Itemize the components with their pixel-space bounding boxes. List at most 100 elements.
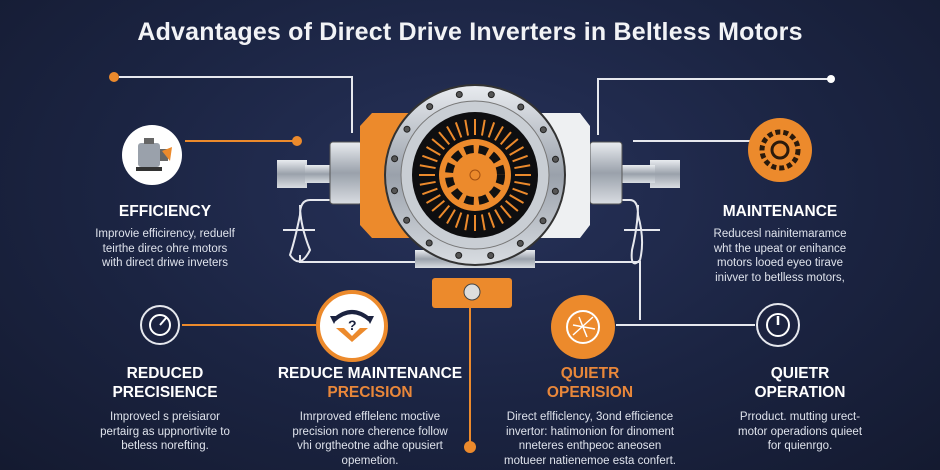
stator-coil (431, 199, 446, 212)
feature-desc: betless norefting. (121, 440, 209, 452)
motor-icon (122, 125, 182, 185)
stator-coil (487, 122, 496, 138)
bolt (487, 251, 495, 259)
feature-efficiency: EFFICIENCY Improvie efficirency, reduelf… (55, 202, 275, 271)
feature-desc: for quienrgo. (767, 440, 833, 452)
feature-title: QUIETR (770, 365, 830, 382)
stator-coil (514, 180, 531, 186)
feature-desc: motors looed eyeo tirave (717, 257, 843, 269)
stator-coil (494, 209, 504, 224)
feature-maintenance: MAINTENANCE Reducesl nainitemaramce wht … (665, 202, 895, 285)
feature-desc: with direct driwe inveters (102, 257, 228, 269)
bolt (455, 91, 463, 99)
stator-coil (509, 194, 524, 204)
svg-text:?: ? (348, 317, 357, 333)
stator-coil (422, 187, 438, 196)
right-shaft (589, 141, 680, 205)
left-shaft (277, 141, 363, 205)
feature-title: MAINTENANCE (722, 203, 838, 220)
stator-coil (438, 204, 451, 219)
connector-dot (292, 136, 302, 146)
stator-coil (419, 164, 436, 170)
page-title: Advantages of Direct Drive Inverters in … (137, 18, 803, 46)
feature-desc: motor operadions quieet (737, 425, 863, 438)
feature-title: OPERATION (754, 384, 846, 401)
feature-title: OPERISION (546, 384, 634, 401)
stator-coil (464, 119, 470, 136)
bolt (391, 155, 399, 163)
bolt (425, 239, 433, 247)
feature-title: PRECISIENCE (112, 384, 218, 401)
feature-desc: Prroduct. mutting urect- (739, 411, 861, 423)
bolt (539, 217, 547, 225)
feature-quietr-operision: QUIETR OPERISION Direct eflficlency, 3on… (485, 364, 695, 468)
feature-desc: precision nore cherence follow (292, 425, 448, 438)
bolt (517, 103, 525, 111)
gear-wrench-icon (748, 118, 812, 182)
bolt (539, 126, 547, 134)
feature-desc: invertor: hatimonion for dinoment (505, 425, 675, 438)
stator-coil (446, 209, 456, 224)
feature-title: QUIETR (560, 365, 620, 382)
stator-coil (422, 154, 438, 163)
stator-coil (454, 212, 463, 228)
question-arrows-icon: ? (316, 290, 388, 362)
bolt (426, 103, 434, 111)
gauge-icon (140, 305, 180, 345)
stator-coil (499, 204, 512, 219)
feature-desc: Direct eflficlency, 3ond efficience (506, 411, 674, 423)
bolt (403, 125, 411, 133)
stator-coil (509, 146, 524, 156)
stator-coil (494, 126, 504, 141)
stator-coil (499, 131, 512, 146)
feature-desc: motueer natienemoe esta confert. (504, 454, 676, 467)
feature-title-accent: PRECISION (327, 384, 413, 401)
bolt (391, 187, 399, 195)
feature-desc: Improvie efficirency, reduelf (95, 228, 235, 240)
feature-title: EFFICIENCY (118, 203, 212, 220)
bolt (455, 251, 463, 259)
feature-desc: vhi orgtheotne adhe opusiert (297, 440, 443, 452)
feature-desc: nneteres enthpeoc aneosen (518, 440, 662, 452)
feature-desc: Reducesl nainitemaramce (713, 228, 847, 240)
speedometer-icon (756, 303, 800, 347)
sound-burst-icon (551, 295, 615, 359)
bolt (487, 91, 495, 99)
bolt (551, 155, 559, 163)
feature-quietr-operation: QUIETR OPERATION Prroduct. mutting urect… (700, 364, 900, 454)
stator-coil (431, 138, 446, 151)
stator-coil (512, 154, 528, 163)
connector-dot (827, 75, 835, 83)
stator-coil (512, 187, 528, 196)
stator-coil (514, 164, 531, 170)
stator-coil (480, 119, 486, 136)
feature-desc: inivver to betlless motors, (715, 271, 845, 284)
feature-desc: Improvecl s preisiaror (110, 411, 220, 423)
feature-desc: teirthe direc ohre motors (102, 242, 228, 255)
connector-dot (464, 441, 476, 453)
stator-coil (504, 199, 519, 212)
connector-dot (109, 72, 119, 82)
bolt (551, 187, 559, 195)
bolt (403, 216, 411, 224)
stator-coil (446, 126, 456, 141)
stator-coil (438, 131, 451, 146)
stator-coil (487, 212, 496, 228)
feature-reduced-precisience: REDUCED PRECISIENCE Improvecl s preisiar… (60, 364, 270, 454)
feature-desc: wht the upeat or enihance (713, 242, 847, 255)
feature-title: REDUCE MAINTENANCE (277, 365, 463, 382)
bolt (516, 239, 524, 247)
stator-coil (426, 194, 441, 204)
feature-desc: opemetion. (341, 454, 399, 467)
stator-coil (419, 180, 436, 186)
stator-coil (426, 146, 441, 156)
feature-desc: pertairg as uppnortivite to (100, 425, 230, 438)
feature-title: REDUCED (126, 365, 204, 382)
stator-coil (504, 138, 519, 151)
feature-desc: Imrproved efflelenc moctive (299, 411, 441, 423)
feature-reduce-maintenance-precision: REDUCE MAINTENANCE PRECISION Imrproved e… (260, 364, 480, 468)
stator-coil (464, 214, 470, 231)
stator-coil (480, 214, 486, 231)
